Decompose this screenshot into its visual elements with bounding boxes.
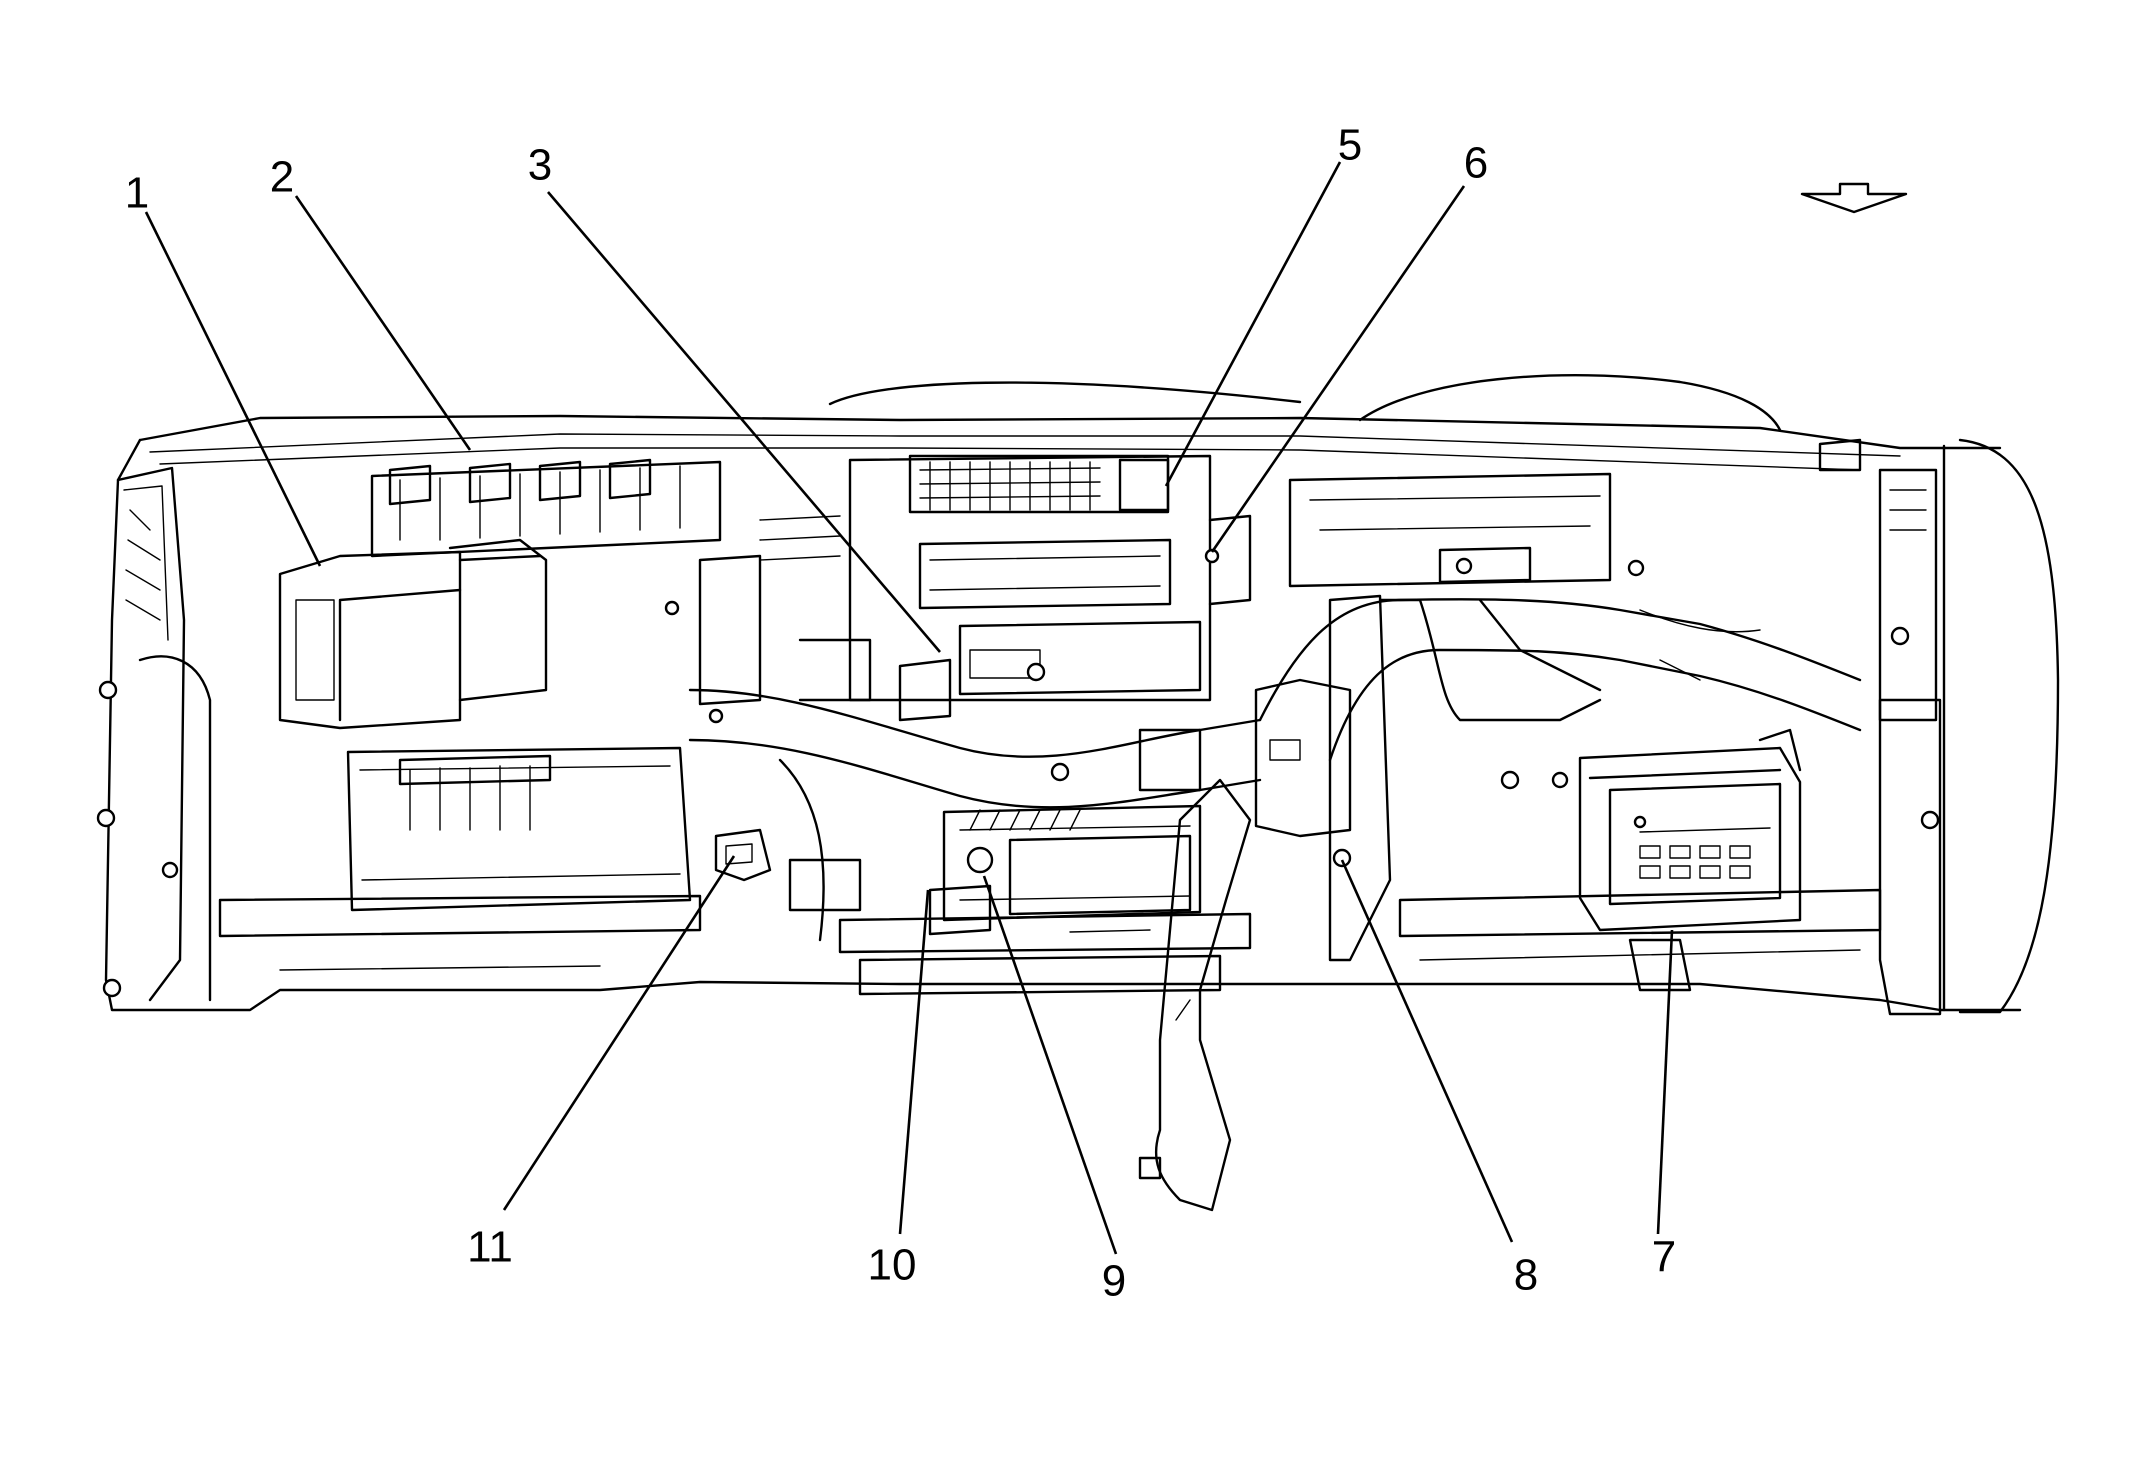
callout-8: 8 [1514, 1251, 1538, 1300]
leader-8 [1340, 859, 1514, 1243]
callout-labels: 1 2 3 5 6 7 8 9 10 11 [125, 121, 1676, 1306]
leader-6 [1210, 185, 1466, 553]
leader-1 [144, 211, 322, 567]
callout-3: 3 [528, 141, 552, 190]
leader-9 [982, 875, 1118, 1255]
leader-7 [1656, 929, 1674, 1235]
callout-1: 1 [125, 169, 149, 218]
callout-11: 11 [467, 1223, 513, 1272]
callout-9: 9 [1102, 1257, 1126, 1306]
leader-2 [294, 195, 472, 451]
leader-10 [898, 889, 930, 1235]
callout-2: 2 [270, 153, 294, 202]
leader-11 [502, 855, 736, 1211]
leader-lines [144, 161, 1674, 1255]
down-arrow-icon [1800, 182, 1908, 214]
callout-5: 5 [1338, 121, 1362, 170]
instrument-panel-drawing [96, 374, 2060, 1212]
leader-5 [1164, 161, 1342, 487]
callout-6: 6 [1464, 139, 1488, 188]
callout-7: 7 [1652, 1233, 1676, 1282]
callout-10: 10 [868, 1241, 917, 1290]
leader-3 [547, 191, 941, 653]
